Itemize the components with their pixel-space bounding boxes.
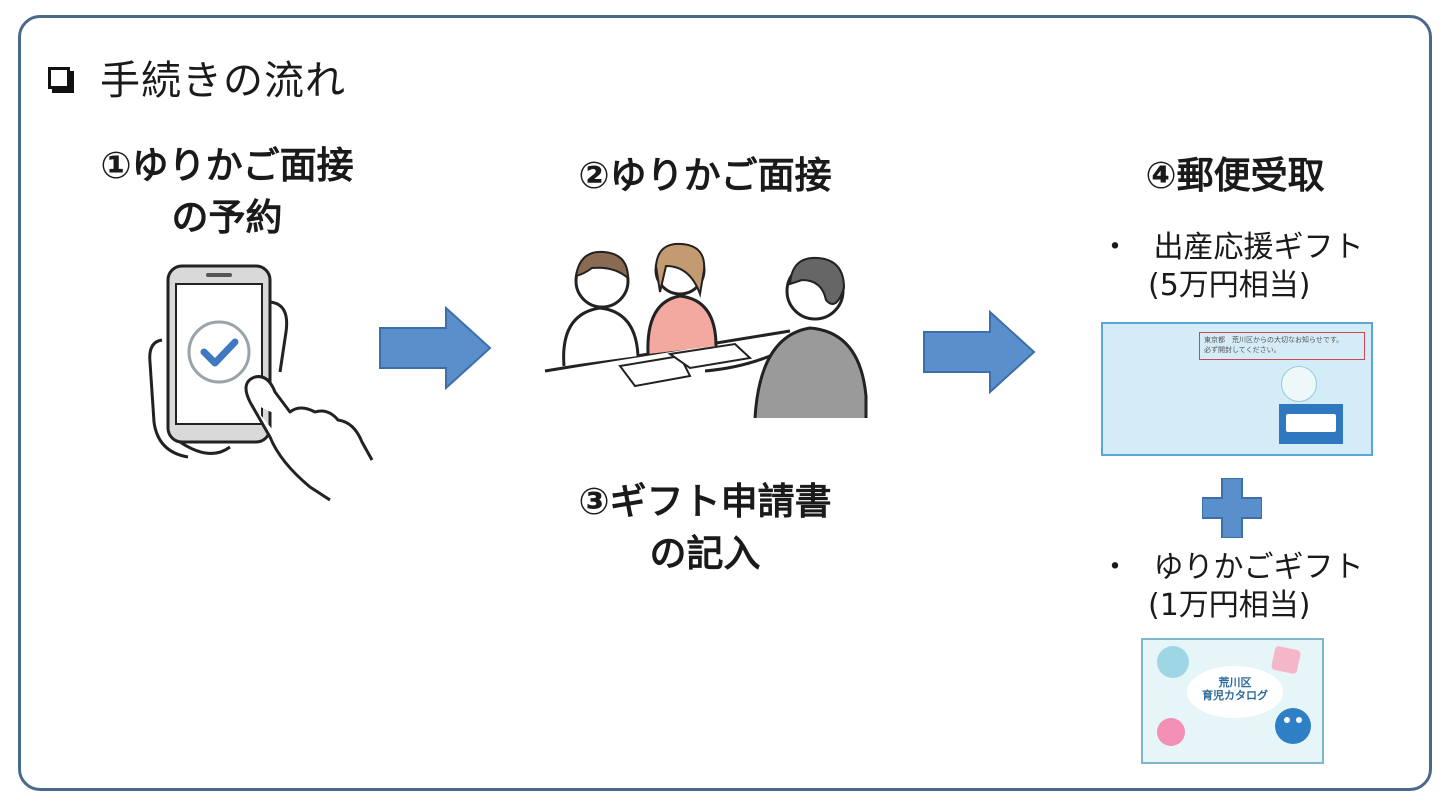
envelope-window-frame <box>1279 404 1343 444</box>
catalog-image: 荒川区 育児カタログ <box>1141 638 1324 764</box>
checkbox-icon <box>48 67 70 89</box>
gift-value: (5万円相当) <box>1148 268 1311 303</box>
step4-label: ④郵便受取 <box>1145 154 1325 197</box>
bullet-icon: ・ <box>1100 550 1130 585</box>
smartphone-check-icon <box>148 264 374 502</box>
arrow-right-icon <box>379 306 492 390</box>
envelope-window <box>1286 414 1336 432</box>
step3-line1: ③ギフト申請書 <box>578 480 832 523</box>
catalog-title-line1: 荒川区 <box>1218 676 1252 689</box>
interview-illustration <box>544 242 868 419</box>
gift-item-yurikago: ・ ゆりかごギフト (1万円相当) <box>1100 549 1400 625</box>
catalog-decoration <box>1157 646 1311 746</box>
step3-label: ③ギフト申請書 の記入 <box>520 476 890 580</box>
envelope-notice-line2: 必ず開封してください。 <box>1204 346 1281 354</box>
envelope-image: 東京都 荒川区からの大切なお知らせです。 必ず開封してください。 <box>1101 322 1373 456</box>
gift-name: 出産応援ギフト <box>1153 230 1364 265</box>
envelope-notice-line1: 東京都 荒川区からの大切なお知らせです。 <box>1204 336 1344 344</box>
step2-label: ②ゆりかご面接 <box>578 154 832 197</box>
envelope-seal <box>1281 366 1317 402</box>
section-title: 手続きの流れ <box>100 58 346 104</box>
section-header: 手続きの流れ <box>48 48 346 106</box>
bullet-icon: ・ <box>1100 230 1130 265</box>
gift-name: ゆりかごギフト <box>1153 550 1364 585</box>
catalog-title-line2: 育児カタログ <box>1202 689 1268 702</box>
gift-value: (1万円相当) <box>1148 588 1311 623</box>
plus-icon <box>1202 478 1262 538</box>
gift-item-line: ・ ゆりかごギフト <box>1100 549 1400 587</box>
step1-line2: の予約 <box>171 196 283 239</box>
diagram-frame <box>18 15 1432 791</box>
catalog-title: 荒川区 育児カタログ <box>1195 676 1275 702</box>
gift-item-line: ・ 出産応援ギフト <box>1100 229 1400 267</box>
step3-line2: の記入 <box>649 532 761 575</box>
step1-line1: ①ゆりかご面接 <box>100 144 354 187</box>
step1-label: ①ゆりかご面接 の予約 <box>52 140 402 244</box>
arrow-right-icon <box>923 310 1036 394</box>
gift-item-birth-support: ・ 出産応援ギフト (5万円相当) <box>1100 229 1400 305</box>
envelope-notice: 東京都 荒川区からの大切なお知らせです。 必ず開封してください。 <box>1199 332 1365 360</box>
